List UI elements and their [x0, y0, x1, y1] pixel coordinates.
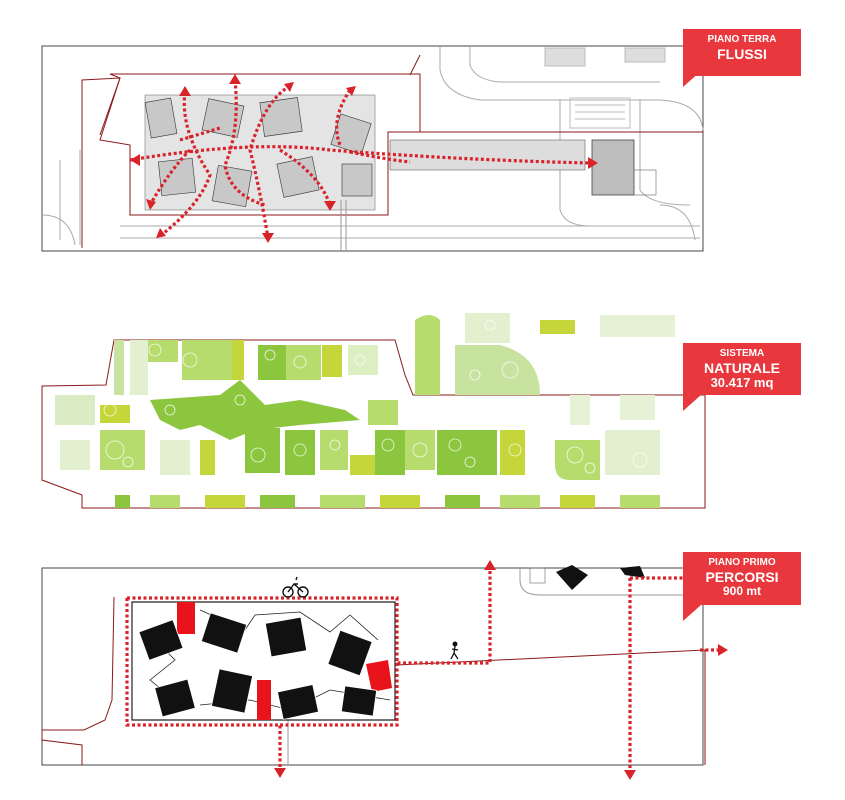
arrow-icon	[130, 74, 598, 243]
upper-buildings	[556, 565, 645, 590]
label-small: PIANO PRIMO	[708, 557, 776, 568]
label-tail	[683, 605, 701, 621]
label-tail	[683, 395, 701, 411]
arrow-icon	[274, 560, 728, 780]
percorsi-plan	[41, 560, 728, 780]
site-boundary	[81, 73, 703, 248]
label-big: PERCORSI	[705, 568, 779, 585]
site-boundary	[41, 596, 706, 765]
site-boundary	[41, 339, 706, 509]
label-small: PIANO TERRA	[707, 34, 777, 45]
label-small: SISTEMA	[719, 348, 765, 359]
label-value: 900 mt	[722, 583, 762, 598]
green-areas	[55, 313, 675, 508]
flussi-plan	[41, 45, 704, 252]
housing-units	[138, 612, 378, 720]
label-percorsi: PIANO PRIMO PERCORSI 900 mt	[683, 552, 801, 605]
label-value: 30.417 mq	[710, 374, 774, 390]
flow-arrows	[129, 79, 591, 239]
label-big: FLUSSI	[717, 45, 767, 62]
label-naturale: SISTEMA NATURALE 30.417 mq	[683, 343, 801, 395]
label-big: NATURALE	[704, 359, 780, 376]
naturale-plan	[41, 313, 706, 509]
label-flussi: PIANO TERRA FLUSSI	[683, 29, 801, 76]
pedestrian-icon	[450, 641, 459, 660]
red-cores	[177, 602, 392, 720]
tree-circles	[103, 319, 648, 474]
label-tail	[683, 71, 701, 87]
bicycle-icon	[282, 576, 309, 598]
street-lines	[41, 46, 704, 246]
routes	[125, 567, 720, 774]
building-cluster	[144, 94, 657, 252]
